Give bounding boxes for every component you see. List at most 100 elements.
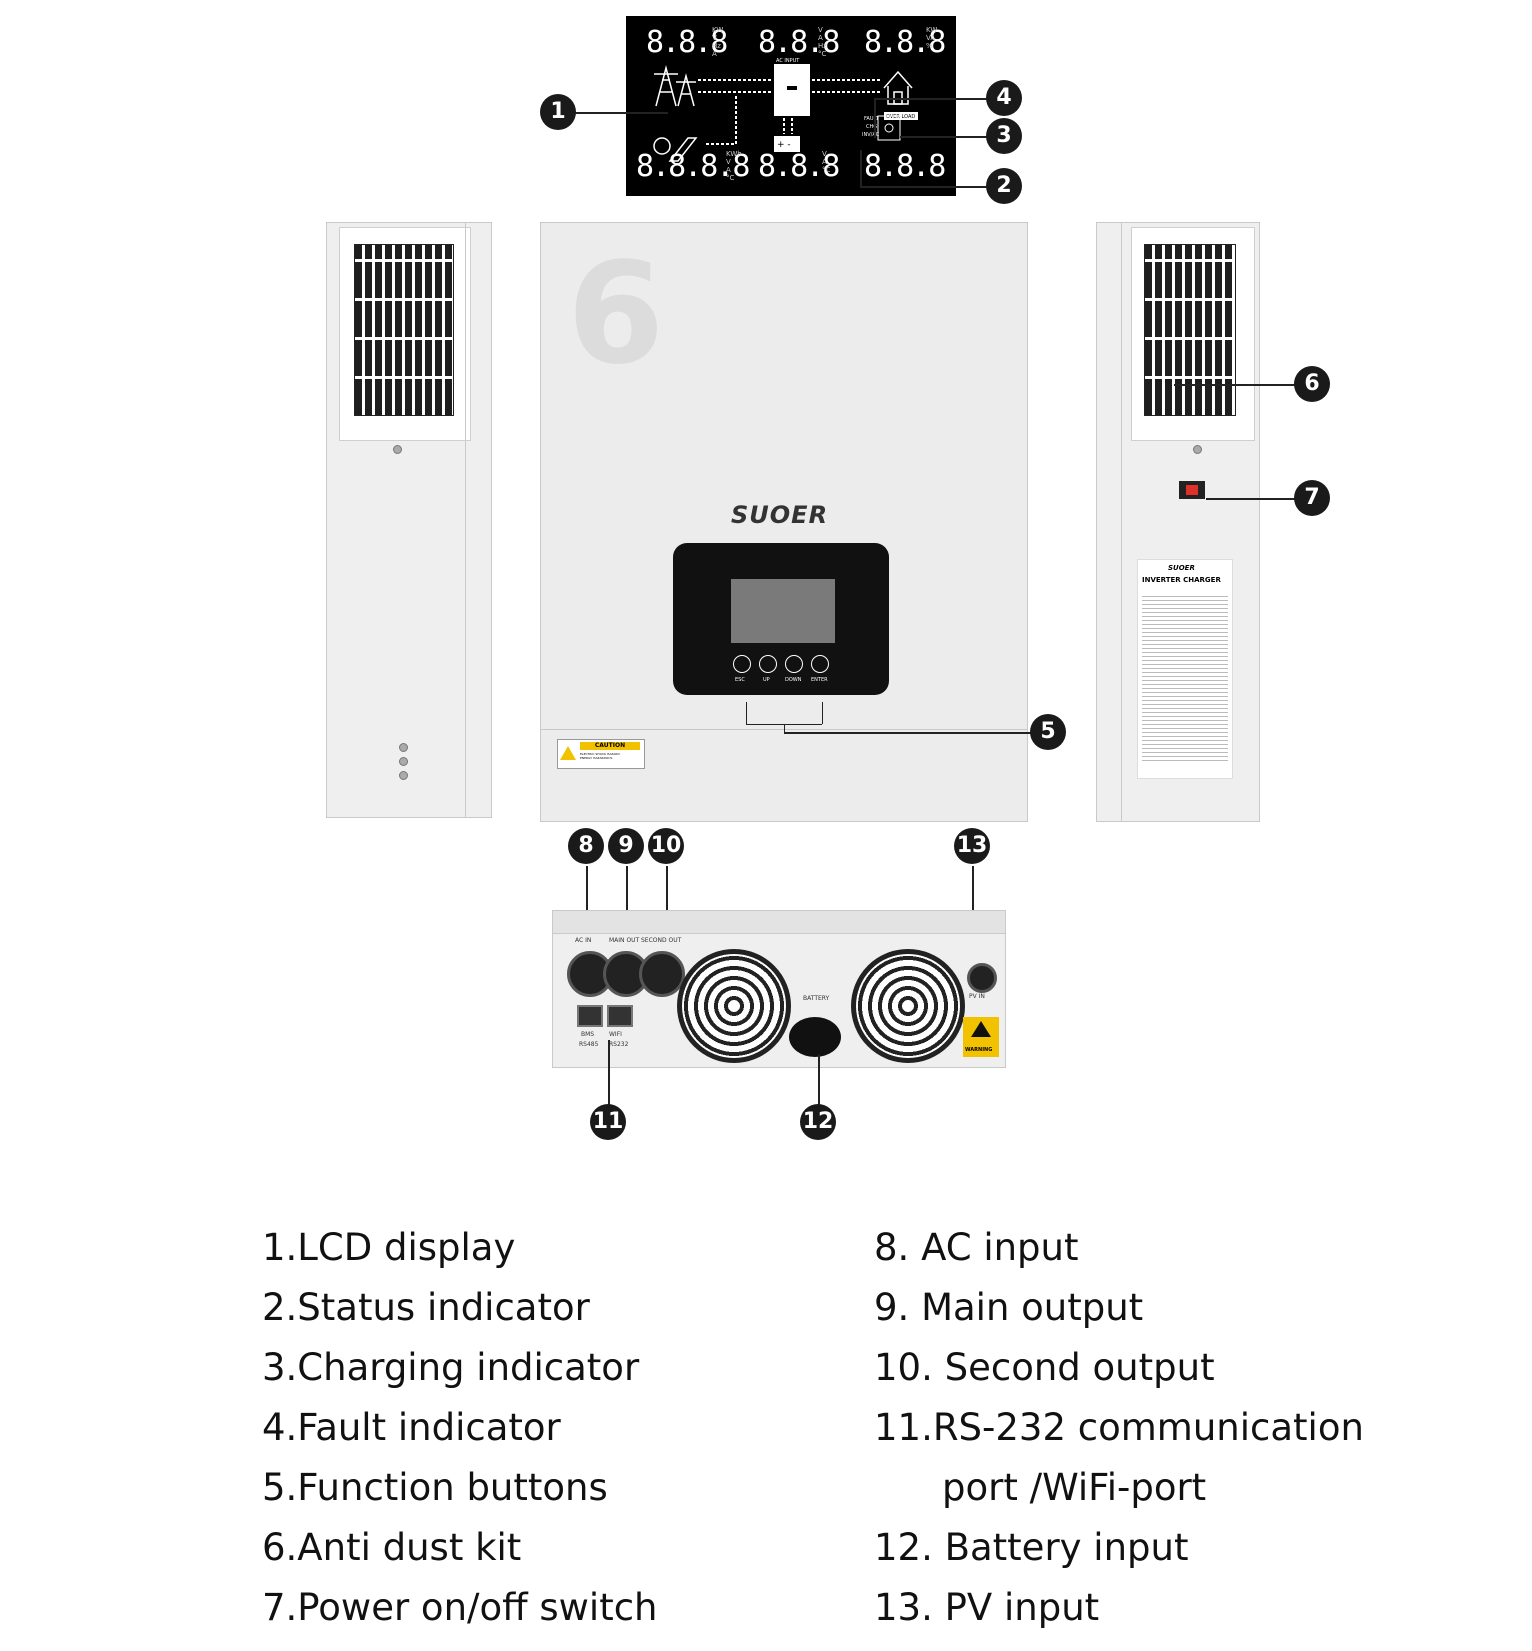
front-lcd-screen <box>731 579 835 643</box>
callout-5: 5 <box>1030 714 1066 750</box>
callout-8: 8 <box>568 828 604 864</box>
pv-input-port[interactable] <box>967 963 997 993</box>
battery-icon <box>774 136 800 152</box>
inverter-front-panel: 6 SUOER ESC UP DOWN ENTER CAUTION ELECTR… <box>540 222 1028 822</box>
rs232-label: RS232 <box>609 1041 629 1048</box>
warning-label: WARNING <box>965 1047 993 1053</box>
port-label-second-out: SECOND OUT <box>641 937 682 944</box>
caution-title: CAUTION <box>580 742 640 750</box>
callout-7: 7 <box>1294 480 1330 516</box>
callout-10: 10 <box>648 828 684 864</box>
brand-logo: SUOER <box>731 501 829 529</box>
lcd-unit-bottom-center: V A °C <box>822 150 831 174</box>
fault-label: FAULT <box>864 116 880 122</box>
legend-item-11: 11.RS-232 communication <box>874 1406 1364 1449</box>
lcd-unit-top-right: KW VA % <box>926 26 938 50</box>
model-digit: 6 <box>567 233 665 396</box>
legend-item-5: 5.Function buttons <box>262 1466 608 1509</box>
second-output-port[interactable] <box>639 951 685 997</box>
inv-ac-label: INV/AC <box>862 132 880 138</box>
bms-label: BMS <box>581 1031 595 1038</box>
port-label-ac-in: AC IN <box>575 937 592 944</box>
power-switch-rocker-icon <box>1186 485 1198 495</box>
lcd-power-flow-diagram: AC INPUT OVER LOAD + - FAULT CHG INV/AC <box>653 58 918 162</box>
rs485-label: RS485 <box>579 1041 599 1048</box>
legend-item-12: 12. Battery input <box>874 1526 1189 1569</box>
right-vent-grill <box>1144 244 1236 416</box>
legend-item-8: 8. AC input <box>874 1226 1079 1269</box>
svg-text:+ -: + - <box>777 140 791 150</box>
button-label-down: DOWN <box>785 677 802 683</box>
legend-item-1: 1.LCD display <box>262 1226 516 1269</box>
port-label-main-out: MAIN OUT <box>609 937 640 944</box>
caution-triangle-icon <box>560 746 576 760</box>
left-cooling-fan-icon <box>677 949 791 1063</box>
leader-line-4 <box>874 98 994 100</box>
callout-13: 13 <box>954 828 990 864</box>
leader-line-3 <box>900 136 994 138</box>
up-button[interactable] <box>759 655 777 673</box>
right-dust-filter <box>1131 227 1255 441</box>
leader-line-1 <box>572 112 668 114</box>
callout-12: 12 <box>800 1104 836 1140</box>
left-vent-grill <box>354 244 454 416</box>
power-switch[interactable] <box>1179 481 1205 499</box>
enter-button[interactable] <box>811 655 829 673</box>
lcd-readout-top-center: 8.8.8 <box>758 25 840 60</box>
lcd-readout-top-left: 8.8.8 <box>646 25 728 60</box>
warning-triangle-icon <box>971 1021 991 1037</box>
button-label-esc: ESC <box>735 677 745 683</box>
grid-tower-icon <box>654 65 696 107</box>
left-side-panel <box>326 222 492 818</box>
button-label-enter: ENTER <box>811 677 828 683</box>
lcd-unit-top-center: V A Hz °C <box>818 26 827 58</box>
legend-item-9: 9. Main output <box>874 1286 1144 1329</box>
callout-4: 4 <box>986 80 1022 116</box>
status-indicator-box <box>877 115 901 141</box>
legend-item-7: 7.Power on/off switch <box>262 1586 658 1629</box>
down-button[interactable] <box>785 655 803 673</box>
callout-3: 3 <box>986 118 1022 154</box>
legend-item-3: 3.Charging indicator <box>262 1346 640 1389</box>
right-side-panel: SUOER INVERTER CHARGER <box>1096 222 1260 822</box>
lcd-readout-bottom-center: 8.8.8 <box>758 149 840 184</box>
callout-6: 6 <box>1294 366 1330 402</box>
esc-button[interactable] <box>733 655 751 673</box>
ac-input-label: AC INPUT <box>776 58 800 64</box>
battery-input-port[interactable] <box>789 1017 841 1057</box>
legend-item-10: 10. Second output <box>874 1346 1215 1389</box>
legend-item-11-continued: port /WiFi-port <box>942 1466 1207 1509</box>
wifi-rs232-port[interactable] <box>607 1005 633 1027</box>
callout-2: 2 <box>986 168 1022 204</box>
lcd-readout-top-right: 8.8.8 <box>864 25 946 60</box>
front-control-panel: ESC UP DOWN ENTER <box>673 543 889 695</box>
spec-label-brand: SUOER <box>1168 564 1195 572</box>
pv-in-label: PV IN <box>969 993 985 1000</box>
lcd-display-closeup: 8.8.8 8.8.8 8.8.8 KW V Hz A V A Hz °C KW… <box>626 16 956 196</box>
leader-line-6 <box>1174 384 1302 386</box>
solar-panel-icon <box>653 137 698 162</box>
leader-line-5 <box>784 732 1032 734</box>
callout-9: 9 <box>608 828 644 864</box>
spec-label-title: INVERTER CHARGER <box>1142 576 1221 584</box>
legend-item-2: 2.Status indicator <box>262 1286 590 1329</box>
legend-left: 1.LCD display 2.Status indicator 3.Charg… <box>262 1218 658 1638</box>
legend-item-6: 6.Anti dust kit <box>262 1526 522 1569</box>
leader-line-7 <box>1206 498 1302 500</box>
lcd-unit-top-left: KW V Hz A <box>712 26 724 58</box>
spec-label: SUOER INVERTER CHARGER <box>1137 559 1233 779</box>
legend-item-4: 4.Fault indicator <box>262 1406 561 1449</box>
leader-line-2 <box>860 186 994 188</box>
button-label-up: UP <box>763 677 770 683</box>
battery-label: BATTERY <box>803 995 830 1002</box>
inverter-bottom-panel: AC IN MAIN OUT SECOND OUT BMS WIFI RS485… <box>552 910 1006 1068</box>
chg-label: CHG <box>866 124 877 130</box>
overload-label: OVER LOAD <box>886 114 915 120</box>
right-cooling-fan-icon <box>851 949 965 1063</box>
left-dust-filter <box>339 227 471 441</box>
lcd-unit-bottom-left: KWh V A °C <box>726 150 742 182</box>
bms-rs485-port[interactable] <box>577 1005 603 1027</box>
lcd-readout-bottom-left: 8.8.8.8 <box>636 149 750 184</box>
callout-11: 11 <box>590 1104 626 1140</box>
warning-sticker: WARNING <box>963 1017 999 1057</box>
